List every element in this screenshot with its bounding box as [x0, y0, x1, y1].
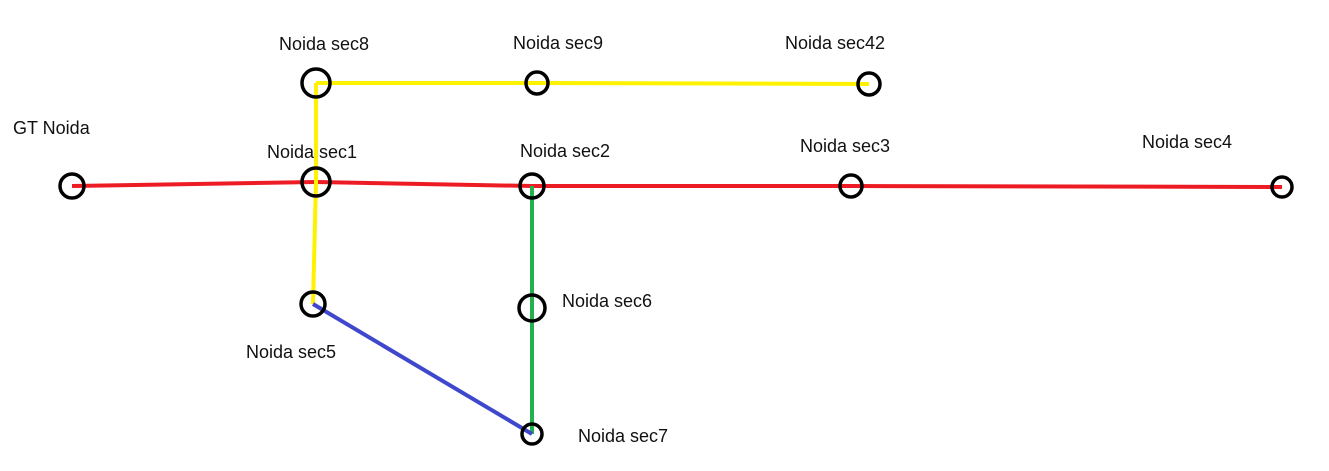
- station-marker-sec7: [520, 422, 544, 446]
- station-label-sec42: Noida sec42: [785, 33, 885, 53]
- station-label-sec1: Noida sec1: [267, 142, 357, 162]
- station-label-sec6: Noida sec6: [562, 291, 652, 311]
- station-marker-sec3: [838, 173, 864, 199]
- station-marker-sec6: [517, 293, 547, 323]
- red-line-segment: [850, 184, 1283, 189]
- station-label-sec2: Noida sec2: [520, 141, 610, 161]
- blue-line-segment: [311, 302, 534, 436]
- station-marker-sec4: [1270, 175, 1294, 199]
- station-marker-sec9: [524, 70, 550, 96]
- station-label-sec9: Noida sec9: [513, 33, 603, 53]
- station-label-sec7: Noida sec7: [578, 426, 668, 446]
- station-marker-sec8: [300, 67, 332, 99]
- stations-layer: [58, 67, 1294, 446]
- station-label-gt-noida: GT Noida: [13, 118, 91, 138]
- lines-layer: [71, 81, 1283, 436]
- station-label-sec3: Noida sec3: [800, 136, 890, 156]
- red-line-segment: [71, 180, 317, 188]
- station-marker-sec2: [518, 172, 546, 200]
- station-marker-sec42: [856, 71, 882, 97]
- station-marker-sec1: [300, 166, 332, 198]
- red-line-segment: [315, 180, 533, 188]
- station-label-sec4: Noida sec4: [1142, 132, 1232, 152]
- station-marker-sec5: [299, 290, 327, 318]
- station-marker-gt-noida: [58, 172, 86, 200]
- yellow-line-segment: [536, 81, 870, 86]
- station-label-sec8: Noida sec8: [279, 34, 369, 54]
- station-label-sec5: Noida sec5: [246, 342, 336, 362]
- yellow-line-segment: [311, 181, 318, 305]
